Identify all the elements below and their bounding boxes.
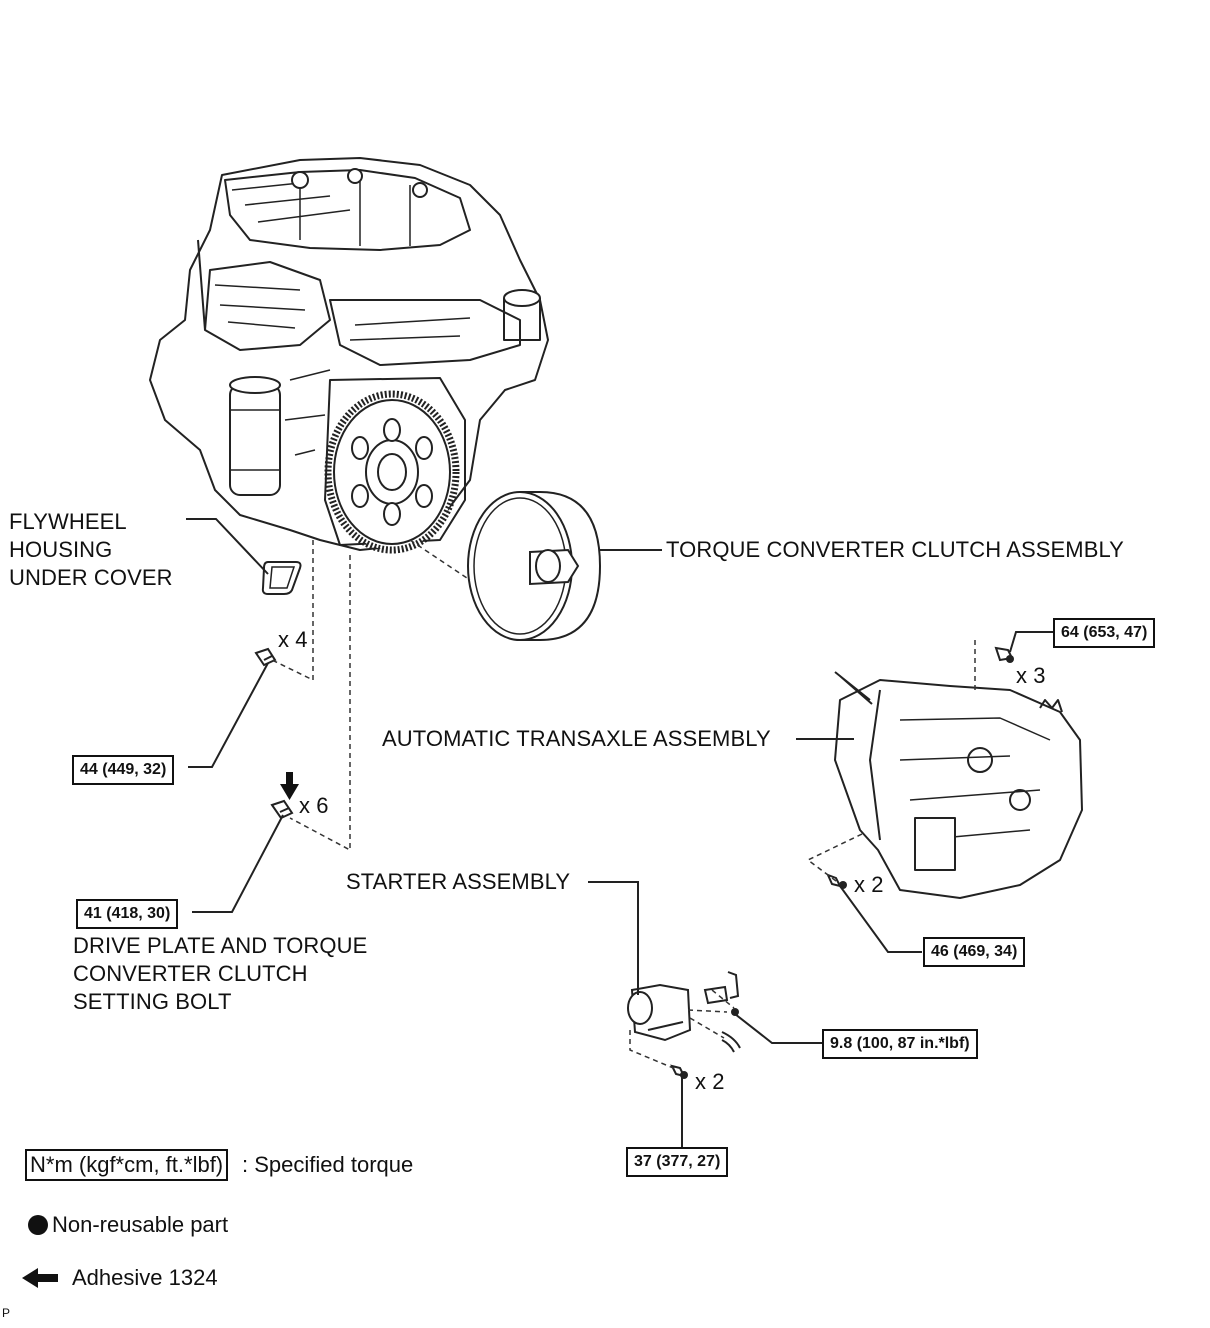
quantity-flywheel-cover-bolts: x 4 <box>278 627 308 652</box>
quantity-transaxle-lower-bolts: x 2 <box>854 872 884 897</box>
quantity-setting-bolts: x 6 <box>299 793 329 818</box>
transaxle-drawing <box>834 671 1083 899</box>
starter-label: STARTER ASSEMBLY <box>346 869 571 894</box>
transaxle-label: AUTOMATIC TRANSAXLE ASSEMBLY <box>382 726 771 751</box>
torque-box-transaxle-upper: 64 (653, 47) <box>1053 618 1156 648</box>
starter-drawing <box>627 971 741 1053</box>
legend-adhesive-text: Adhesive 1324 <box>72 1265 218 1290</box>
flywheel-cover-label-line: FLYWHEEL <box>9 509 127 534</box>
adhesive-arrow-marker <box>280 772 299 800</box>
quantity-transaxle-upper-bolts: x 3 <box>1016 663 1046 688</box>
non-reusable-dot-icon <box>28 1215 48 1235</box>
flywheel-cover-label: FLYWHEEL HOUSING UNDER COVER <box>9 508 173 592</box>
legend-non-reusable-text: Non-reusable part <box>52 1212 229 1237</box>
torque-converter-drawing <box>467 491 602 641</box>
alignment-lines <box>271 539 976 1071</box>
flywheel-cover-label-line: HOUSING <box>9 537 113 562</box>
legend-torque-desc: : Specified torque <box>242 1152 414 1177</box>
torque-box-flywheel-cover: 44 (449, 32) <box>72 755 175 785</box>
corner-mark: P <box>2 1306 11 1320</box>
drive-plate-drawing <box>324 390 460 554</box>
torque-converter-label: TORQUE CONVERTER CLUTCH ASSEMBLY <box>666 537 1124 562</box>
legend-torque-unit-box: N*m (kgf*cm, ft.*lbf) <box>25 1149 229 1181</box>
non-reusable-nuts <box>680 655 1014 1079</box>
leader-lines <box>186 518 1055 1147</box>
drive-plate-bolt-label-line: SETTING BOLT <box>73 989 232 1014</box>
torque-box-setting-bolt: 41 (418, 30) <box>76 899 179 929</box>
drive-plate-bolt-label-line: CONVERTER CLUTCH <box>73 961 308 986</box>
under-cover-drawing <box>261 561 302 595</box>
drive-plate-bolt-label-line: DRIVE PLATE AND TORQUE <box>73 933 368 958</box>
flywheel-cover-label-line: UNDER COVER <box>9 565 173 590</box>
torque-box-starter-nut: 9.8 (100, 87 in.*lbf) <box>822 1029 978 1059</box>
torque-box-starter-bolt: 37 (377, 27) <box>626 1147 729 1177</box>
quantity-starter-bolts: x 2 <box>695 1069 725 1094</box>
adhesive-arrow-icon <box>22 1268 58 1288</box>
torque-box-transaxle-lower: 46 (469, 34) <box>923 937 1026 967</box>
drive-plate-bolt-label: DRIVE PLATE AND TORQUE CONVERTER CLUTCH … <box>73 932 367 1016</box>
